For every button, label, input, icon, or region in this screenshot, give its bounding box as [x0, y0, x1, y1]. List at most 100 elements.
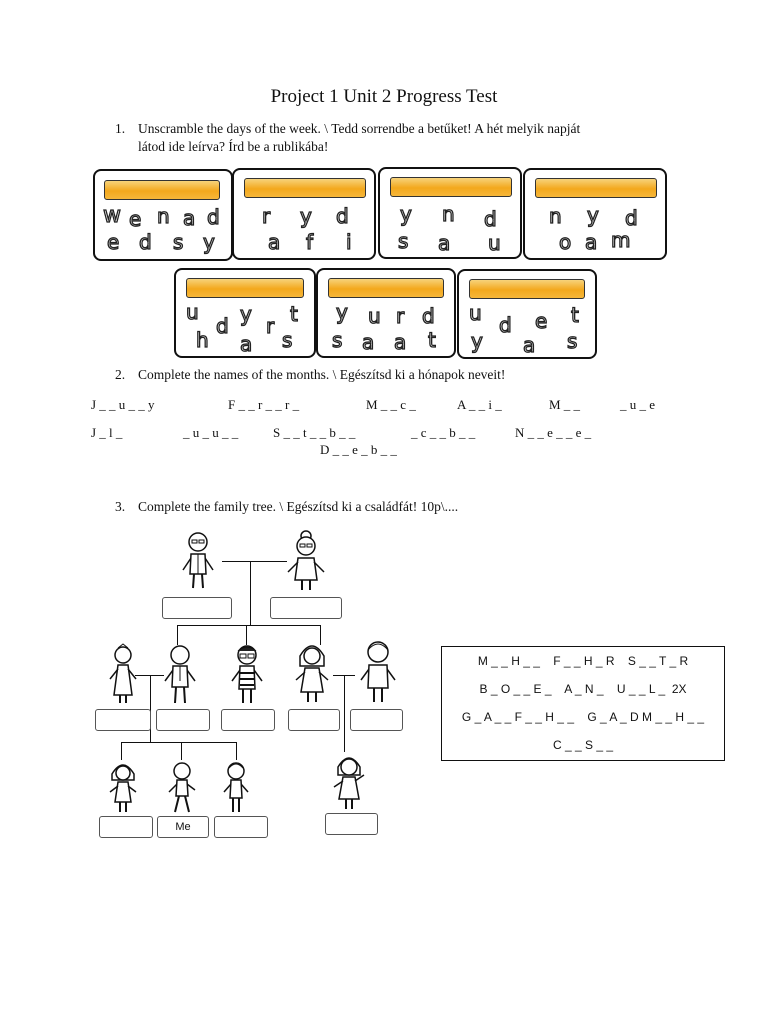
- grandfather-figure: [182, 532, 214, 589]
- scramble-letter: y: [239, 302, 252, 326]
- mother-figure: [295, 645, 329, 702]
- grandmother-figure: [287, 530, 325, 590]
- month-blank: _ u _ e: [620, 397, 656, 412]
- scramble-letter: t: [427, 328, 436, 352]
- scramble-letter: a: [361, 330, 375, 354]
- scramble-letter: o: [558, 230, 572, 254]
- scramble-box-5: u d y r t h a s: [174, 268, 316, 358]
- tree-line: [246, 625, 247, 645]
- answer-bar-3[interactable]: [390, 177, 512, 197]
- me-figure: [168, 762, 196, 813]
- answer-bar-1[interactable]: [104, 180, 220, 200]
- scramble-letter: d: [138, 230, 152, 254]
- scramble-box-7: u d e t y a s: [457, 269, 597, 359]
- tree-line: [121, 742, 237, 743]
- label-box-aunt[interactable]: [95, 709, 151, 731]
- word-bank-line: B _ O _ _ E _ A _ N _ U _ _ L _ 2X: [479, 682, 687, 696]
- label-box-uncle-in-law[interactable]: [350, 709, 403, 731]
- scramble-letter: s: [281, 328, 293, 352]
- label-box-grandfather[interactable]: [162, 597, 232, 619]
- question-1-text-line1: Unscramble the days of the week. \ Tedd …: [138, 121, 581, 136]
- scramble-letter: d: [215, 314, 229, 338]
- scramble-letter: n: [441, 202, 455, 226]
- scramble-letter: y: [470, 329, 483, 353]
- scramble-letter: a: [522, 333, 536, 357]
- tree-line: [236, 742, 237, 760]
- scramble-letter: n: [548, 204, 562, 228]
- month-blank: A _ _ i _: [457, 397, 502, 412]
- scramble-letter: e: [534, 309, 548, 333]
- month-blank: D _ _ e _ b _ _: [320, 442, 397, 457]
- scramble-letter: s: [172, 230, 184, 254]
- answer-bar-6[interactable]: [328, 278, 444, 298]
- label-box-cousin[interactable]: [325, 813, 378, 835]
- scramble-letter: a: [437, 231, 451, 255]
- month-blank: J _ l _: [91, 425, 123, 440]
- scramble-letter: d: [498, 313, 512, 337]
- month-blank: J _ _ u _ _ y: [91, 397, 155, 412]
- scramble-letter: a: [267, 230, 281, 254]
- uncle-in-law-figure: [360, 641, 396, 702]
- scramble-letter: r: [265, 314, 275, 338]
- scramble-letter: h: [195, 328, 209, 352]
- scramble-letter: t: [570, 303, 579, 327]
- month-blank: M _ _ c _: [366, 397, 416, 412]
- word-bank-line: G _ A _ _ F _ _ H _ _ G _ A _ D M _ _ H …: [461, 710, 705, 724]
- sister-figure: [109, 764, 137, 812]
- tree-line: [181, 742, 182, 760]
- scramble-letter: u: [185, 300, 199, 324]
- scramble-box-3: y n d s a u: [378, 167, 522, 259]
- scramble-letter: a: [182, 206, 196, 230]
- month-blank: _ c _ _ b _ _: [411, 425, 476, 440]
- tree-line: [344, 675, 345, 752]
- scramble-letter: r: [261, 204, 271, 228]
- page-title: Project 1 Unit 2 Progress Test: [270, 86, 498, 107]
- question-1-text-line2: látod ide leírva? Írd be a rublikába!: [138, 139, 329, 154]
- answer-bar-4[interactable]: [535, 178, 657, 198]
- label-box-father[interactable]: [221, 709, 275, 731]
- label-box-me: Me: [157, 816, 209, 838]
- scramble-letter: y: [586, 203, 599, 227]
- label-box-grandmother[interactable]: [270, 597, 342, 619]
- scramble-box-1: w e n a d e d s y: [93, 169, 233, 261]
- label-box-uncle[interactable]: [156, 709, 210, 731]
- tree-line: [150, 675, 151, 742]
- tree-line: [177, 625, 320, 626]
- answer-bar-2[interactable]: [244, 178, 366, 198]
- scramble-letter: y: [399, 202, 412, 226]
- question-1-number: 1.: [115, 121, 126, 136]
- word-bank-line: M _ _ H _ _ F _ _ H _ R S _ _ T _ R: [477, 654, 689, 668]
- scramble-letter: u: [367, 304, 381, 328]
- tree-line: [121, 742, 122, 760]
- scramble-letter: w: [102, 203, 121, 228]
- question-3-number: 3.: [115, 499, 126, 514]
- scramble-letter: f: [305, 230, 314, 254]
- label-box-mother[interactable]: [288, 709, 340, 731]
- scramble-letter: d: [624, 206, 638, 230]
- scramble-letter: s: [397, 229, 409, 253]
- month-blank: M _ _: [549, 397, 581, 412]
- month-blank: F _ _ r _ _ r _: [228, 397, 300, 412]
- answer-bar-7[interactable]: [469, 279, 585, 299]
- scramble-letter: u: [468, 301, 482, 325]
- scramble-letter: s: [566, 329, 578, 353]
- scramble-box-4: n y d o a m: [523, 168, 667, 260]
- answer-bar-5[interactable]: [186, 278, 304, 298]
- scramble-letter: m: [610, 228, 631, 252]
- brother-figure: [223, 762, 249, 812]
- scramble-letter: e: [128, 207, 142, 231]
- scramble-letter: e: [106, 230, 120, 254]
- scramble-letter: r: [395, 304, 405, 328]
- label-box-brother[interactable]: [214, 816, 268, 838]
- label-box-sister[interactable]: [99, 816, 153, 838]
- word-bank-line: C _ _ S _ _: [552, 738, 614, 752]
- scramble-letter: d: [421, 304, 435, 328]
- scramble-letter: a: [239, 332, 253, 356]
- tree-line: [222, 561, 287, 562]
- question-2-number: 2.: [115, 367, 126, 382]
- tree-line: [135, 675, 164, 676]
- month-blank: N _ _ e _ _ e _: [515, 425, 592, 440]
- question-3-text: Complete the family tree. \ Egészítsd ki…: [138, 499, 459, 514]
- scramble-box-2: r y d a f i: [232, 168, 376, 260]
- month-blank: _ u _ u _ _: [183, 425, 239, 440]
